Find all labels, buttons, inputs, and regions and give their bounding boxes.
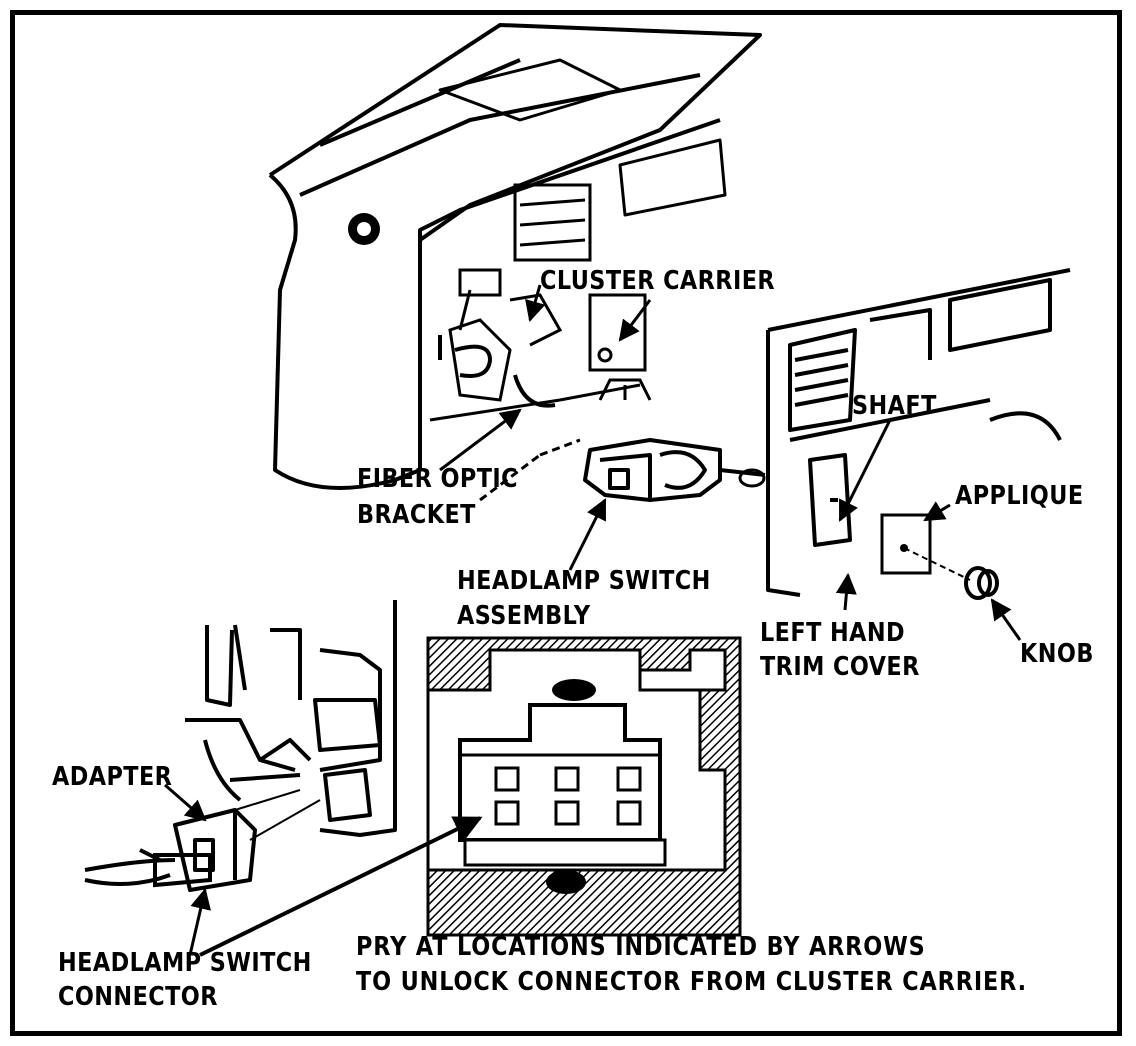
adapter: [173, 808, 257, 892]
caption-line2: TO UNLOCK CONNECTOR FROM CLUSTER CARRIER…: [356, 967, 1028, 997]
label-headlamp-switch-connector-line1: HEADLAMP SWITCH: [58, 948, 312, 978]
label-headlamp-switch-assembly-line2: ASSEMBLY: [457, 601, 591, 631]
diagram-frame: [10, 10, 1122, 1036]
pry-point-bottom: [546, 870, 586, 894]
caption-line1: PRY AT LOCATIONS INDICATED BY ARROWS: [356, 932, 926, 962]
connector-detail-inset: [426, 636, 742, 937]
label-headlamp-switch-connector-line2: CONNECTOR: [58, 982, 218, 1012]
label-cluster-carrier: CLUSTER CARRIER: [540, 266, 776, 296]
cluster-carrier-body: [429, 183, 652, 422]
connector-side-view: [185, 600, 397, 837]
left-hand-trim-cover: [766, 268, 1071, 597]
label-headlamp-switch-assembly-line1: HEADLAMP SWITCH: [457, 566, 711, 596]
instrument-panel: [268, 23, 762, 490]
label-left-hand-trim-line2: TRIM COVER: [760, 652, 920, 682]
label-fiber-optic-line2: BRACKET: [357, 500, 476, 530]
leader-lines: [164, 284, 1022, 957]
label-fiber-optic-line1: FIBER OPTIC: [357, 464, 519, 494]
fiber-optic-bracket: [438, 335, 556, 408]
label-shaft: SHAFT: [852, 391, 937, 421]
label-applique: APPLIQUE: [955, 481, 1084, 511]
knob-icon: [964, 566, 999, 600]
headlamp-switch-assembly: [583, 438, 766, 502]
headlamp-switch-connector: [84, 848, 212, 888]
label-knob: KNOB: [1020, 639, 1094, 669]
pry-point-top: [552, 679, 596, 701]
label-adapter: ADAPTER: [52, 762, 173, 792]
applique-plate: [880, 513, 932, 575]
label-left-hand-trim-line1: LEFT HAND: [760, 618, 906, 648]
